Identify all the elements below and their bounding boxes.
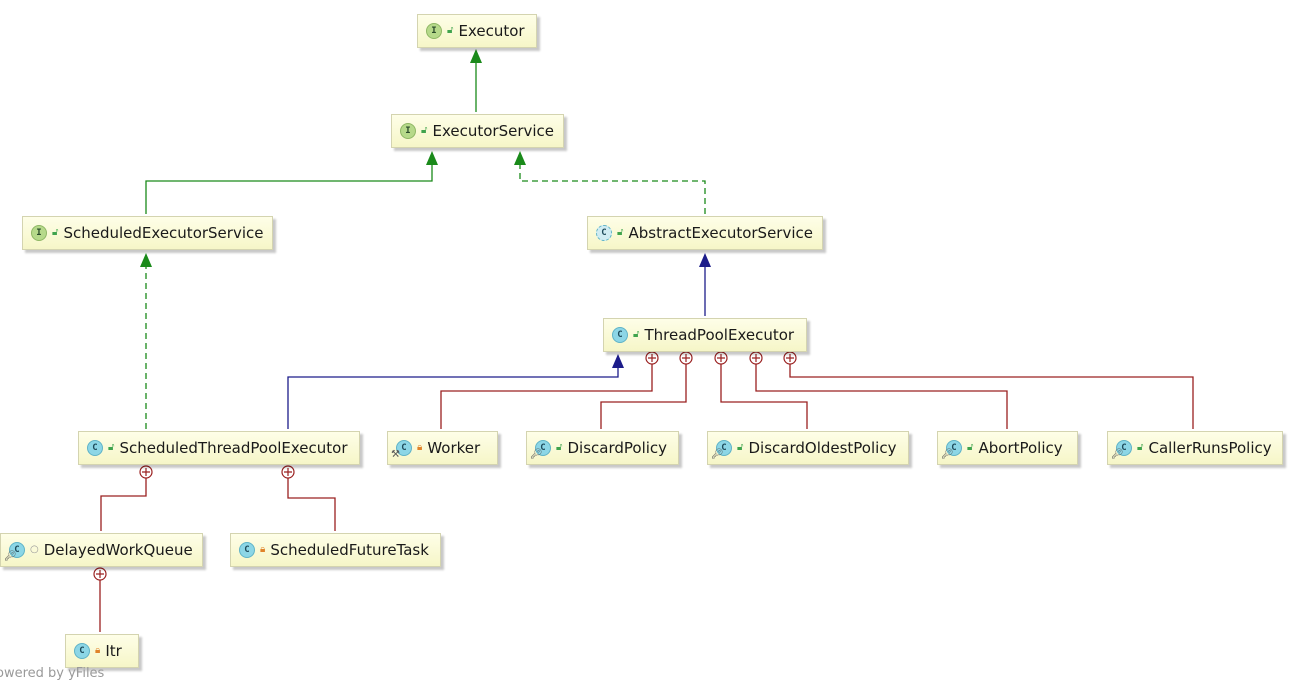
class-node-discard-policy[interactable]: C🔑︎ 🔓︎ DiscardPolicy: [526, 431, 679, 465]
arrowhead-executorservice-left: [426, 151, 438, 165]
edge-callerrunspolicy-inner: [789, 364, 1194, 429]
edge-discardoldestpolicy-inner: [720, 364, 808, 429]
static-key-icon: 🔑︎: [941, 449, 954, 460]
class-node-executor[interactable]: I 🔓︎ Executor: [417, 14, 537, 48]
interface-icon: I: [426, 23, 442, 39]
arrowhead-executor: [470, 49, 482, 63]
class-node-scheduled-future-task[interactable]: C 🔒︎ ScheduledFutureTask: [230, 533, 441, 567]
static-class-icon: C: [716, 440, 732, 456]
public-icon: 🔓︎: [617, 227, 624, 238]
public-icon: 🔓︎: [52, 227, 59, 238]
arrowhead-executorservice-right: [514, 151, 526, 165]
class-node-worker[interactable]: C⚒︎ 🔒︎ Worker: [387, 431, 498, 465]
class-icon: C: [612, 327, 628, 343]
edge-abstractexecutorservice-executorservice: [519, 164, 706, 214]
class-node-abstract-executor-service[interactable]: C 🔓︎ AbstractExecutorService: [587, 216, 823, 250]
class-icon: C: [239, 542, 255, 558]
public-icon: 🔓︎: [108, 442, 115, 453]
edge-scheduledthreadpoolexecutor-threadpoolexecutor: [287, 367, 619, 429]
edge-worker-inner: [440, 364, 653, 429]
class-label: DiscardPolicy: [567, 439, 668, 457]
class-icon: C: [87, 440, 103, 456]
edge-delayedworkqueue-inner: [100, 478, 147, 531]
static-class-icon: C: [946, 440, 962, 456]
class-label: AbstractExecutorService: [628, 224, 813, 242]
class-node-thread-pool-executor[interactable]: C 🔓︎ ThreadPoolExecutor: [603, 318, 807, 352]
class-label: Executor: [458, 22, 525, 40]
public-icon: 🔓︎: [421, 125, 428, 136]
private-lock-icon: 🔒︎: [260, 544, 266, 555]
class-node-itr[interactable]: C 🔒︎ Itr: [65, 634, 139, 668]
public-icon: 🔓︎: [447, 25, 454, 36]
public-icon: 🔓︎: [633, 329, 640, 340]
class-node-scheduled-thread-pool-executor[interactable]: C 🔓︎ ScheduledThreadPoolExecutor: [78, 431, 360, 465]
class-label: ScheduledFutureTask: [270, 541, 429, 559]
class-node-abort-policy[interactable]: C🔑︎ 🔓︎ AbortPolicy: [937, 431, 1078, 465]
class-label: ScheduledThreadPoolExecutor: [119, 439, 348, 457]
class-node-discard-oldest-policy[interactable]: C🔑︎ 🔓︎ DiscardOldestPolicy: [707, 431, 909, 465]
class-node-executor-service[interactable]: I 🔓︎ ExecutorService: [391, 114, 564, 148]
arrowhead-threadpoolexecutor: [612, 354, 624, 368]
class-label: ThreadPoolExecutor: [644, 326, 795, 344]
class-label: DiscardOldestPolicy: [748, 439, 897, 457]
static-key-icon: 🔑︎: [4, 551, 17, 562]
static-class-icon: C: [9, 542, 25, 558]
final-class-icon: C: [396, 440, 412, 456]
edge-scheduledexecutorservice-executorservice: [145, 164, 433, 214]
public-icon: 🔓︎: [1137, 442, 1144, 453]
class-label: ScheduledExecutorService: [63, 224, 264, 242]
powered-by-footer: owered by yFiles: [0, 666, 105, 681]
static-class-icon: C: [535, 440, 551, 456]
class-label: CallerRunsPolicy: [1148, 439, 1272, 457]
class-label: AbortPolicy: [978, 439, 1063, 457]
interface-icon: I: [31, 225, 47, 241]
static-key-icon: 🔑︎: [711, 449, 724, 460]
edge-scheduledfuturetask-inner: [287, 478, 336, 531]
abstract-class-icon: C: [596, 225, 612, 241]
class-icon: C: [74, 643, 90, 659]
private-lock-icon: 🔒︎: [417, 442, 423, 453]
static-key-icon: 🔑︎: [530, 449, 543, 460]
wrench-icon: ⚒︎: [391, 449, 400, 460]
arrowhead-scheduledexecutorservice: [140, 253, 152, 267]
edge-abortpolicy-inner: [755, 364, 1008, 429]
class-label: Itr: [105, 642, 122, 660]
private-lock-icon: 🔒︎: [95, 645, 101, 656]
class-node-caller-runs-policy[interactable]: C🔑︎ 🔓︎ CallerRunsPolicy: [1107, 431, 1283, 465]
package-private-icon: ○: [30, 544, 39, 555]
arrowhead-abstractexecutorservice: [699, 253, 711, 267]
edge-discardpolicy-inner: [600, 364, 687, 429]
public-icon: 🔓︎: [737, 442, 744, 453]
public-icon: 🔓︎: [556, 442, 563, 453]
class-label: Worker: [427, 439, 481, 457]
class-label: DelayedWorkQueue: [43, 541, 193, 559]
static-key-icon: 🔑︎: [1111, 449, 1124, 460]
class-node-scheduled-executor-service[interactable]: I 🔓︎ ScheduledExecutorService: [22, 216, 273, 250]
public-icon: 🔓︎: [967, 442, 974, 453]
class-node-delayed-work-queue[interactable]: C🔑︎ ○ DelayedWorkQueue: [0, 533, 203, 567]
interface-icon: I: [400, 123, 416, 139]
class-label: ExecutorService: [432, 122, 555, 140]
static-class-icon: C: [1116, 440, 1132, 456]
